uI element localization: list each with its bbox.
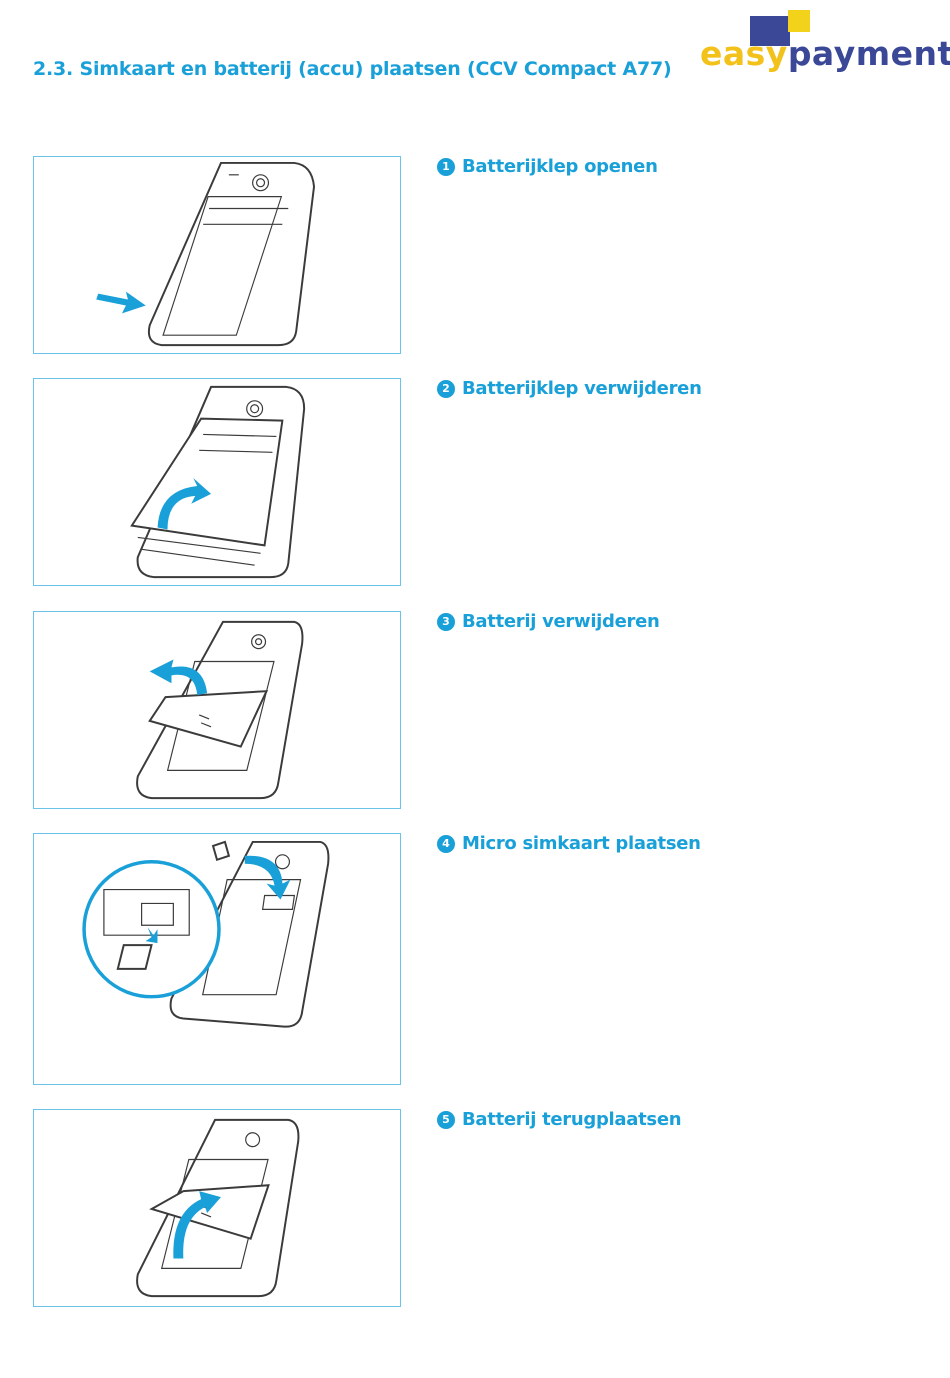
step-3: 3 Batterij verwijderen bbox=[437, 611, 660, 632]
logo-wordmark: easypayments bbox=[700, 34, 950, 73]
step-4-illustration bbox=[33, 833, 401, 1085]
step-label: Batterijklep verwijderen bbox=[462, 378, 702, 399]
step-number-badge: 4 bbox=[437, 835, 455, 853]
step-label: Batterijklep openen bbox=[462, 156, 658, 177]
step-2-illustration bbox=[33, 378, 401, 586]
step-label: Batterij verwijderen bbox=[462, 611, 660, 632]
zoom-detail-circle bbox=[84, 862, 219, 997]
terminal-device-open bbox=[132, 387, 304, 577]
step-1-illustration bbox=[33, 156, 401, 354]
step-number-badge: 5 bbox=[437, 1111, 455, 1129]
step-label: Micro simkaart plaatsen bbox=[462, 833, 701, 854]
step-label: Batterij terugplaatsen bbox=[462, 1109, 681, 1130]
arrow-icon bbox=[96, 292, 145, 314]
logo-square-yellow bbox=[788, 10, 810, 32]
step-3-illustration bbox=[33, 611, 401, 809]
step-5-illustration bbox=[33, 1109, 401, 1307]
step-1: 1 Batterijklep openen bbox=[437, 156, 658, 177]
terminal-device-battery bbox=[137, 622, 302, 798]
step-number-badge: 1 bbox=[437, 158, 455, 176]
terminal-device-battery-insert bbox=[137, 1120, 298, 1296]
step-number-badge: 2 bbox=[437, 380, 455, 398]
step-2: 2 Batterijklep verwijderen bbox=[437, 378, 702, 399]
easypayments-logo: easypayments bbox=[700, 8, 944, 80]
step-number-badge: 3 bbox=[437, 613, 455, 631]
step-4: 4 Micro simkaart plaatsen bbox=[437, 833, 701, 854]
page-title: 2.3. Simkaart en batterij (accu) plaatse… bbox=[33, 58, 671, 80]
terminal-device-back bbox=[149, 163, 314, 345]
step-5: 5 Batterij terugplaatsen bbox=[437, 1109, 681, 1130]
